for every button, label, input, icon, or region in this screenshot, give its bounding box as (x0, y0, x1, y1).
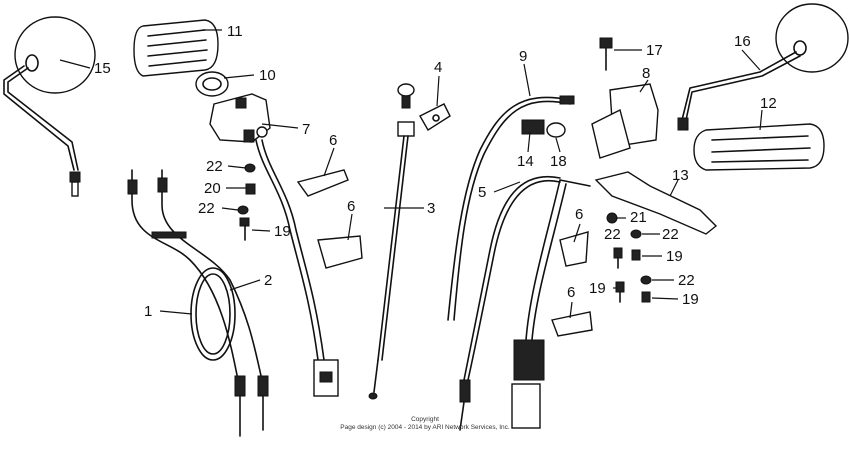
callout-5: 5 (478, 184, 486, 201)
callout-6-a: 6 (329, 132, 337, 149)
callout-6-c: 6 (575, 206, 583, 223)
right-mirror (677, 3, 849, 131)
callout-17: 17 (646, 42, 663, 59)
copyright-line-2: Page design (c) 2004 - 2014 by ARI Netwo… (340, 424, 510, 431)
lever (594, 171, 718, 235)
callout-13: 13 (672, 167, 689, 184)
callout-12: 12 (760, 95, 777, 112)
callout-19-b: 19 (666, 248, 683, 265)
clip (419, 103, 451, 131)
callout-8: 8 (642, 65, 650, 82)
callout-9: 9 (519, 48, 527, 65)
callout-20: 20 (204, 180, 221, 197)
bolt-17 (599, 37, 613, 71)
switch-housing (209, 93, 339, 397)
callout-19-a: 19 (274, 223, 291, 240)
choke-cable (368, 83, 415, 400)
clutch-cable (459, 175, 591, 431)
adjuster (521, 119, 566, 138)
callout-10: 10 (259, 67, 276, 84)
callout-22-c: 22 (662, 226, 679, 243)
copyright-notice: Copyright Page design (c) 2004 - 2014 by… (340, 416, 510, 431)
callout-22-d: 22 (604, 226, 621, 243)
clamps (296, 169, 593, 337)
callout-16: 16 (734, 33, 751, 50)
wire (447, 95, 575, 321)
callout-21: 21 (630, 209, 647, 226)
left-mirror (3, 16, 96, 197)
callout-6-d: 6 (567, 284, 575, 301)
callout-6-b: 6 (347, 198, 355, 215)
callout-1: 1 (144, 303, 152, 320)
callout-7: 7 (302, 121, 310, 138)
callout-14: 14 (517, 153, 534, 170)
callouts: 15 11 10 7 22 20 22 19 2 1 6 6 3 4 9 5 1… (94, 23, 777, 320)
callout-15: 15 (94, 60, 111, 77)
callout-2: 2 (264, 272, 272, 289)
callout-19-c: 19 (589, 280, 606, 297)
callout-22-e: 22 (678, 272, 695, 289)
right-hardware (606, 212, 652, 303)
callout-11: 11 (227, 23, 243, 40)
left-hardware (237, 163, 256, 241)
callout-19-d: 19 (682, 291, 699, 308)
master-cylinder (591, 83, 659, 159)
copyright-line-1: Copyright (411, 416, 439, 423)
left-grip (133, 19, 229, 97)
callout-3: 3 (427, 200, 435, 217)
callout-18: 18 (550, 153, 567, 170)
right-grip (693, 123, 825, 171)
leader-lines (59, 29, 763, 319)
callout-22-b: 22 (198, 200, 215, 217)
callout-22-a: 22 (206, 158, 223, 175)
callout-4: 4 (434, 59, 442, 76)
